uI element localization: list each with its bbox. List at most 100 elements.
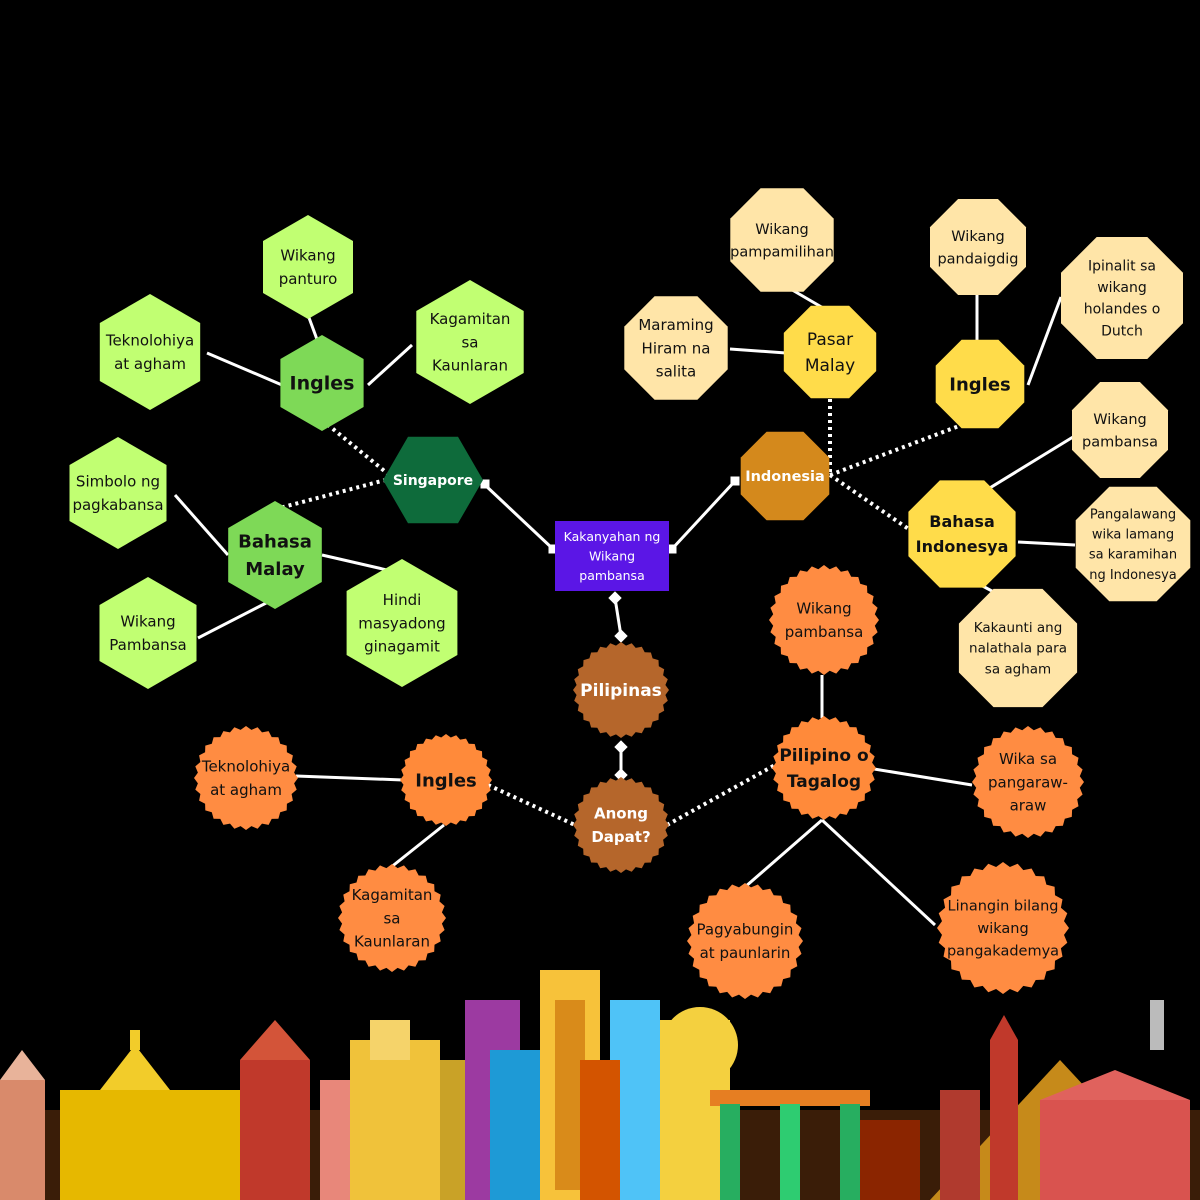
id-leaf-ipinalit-label-line: Dutch [1101, 323, 1143, 339]
id-leaf-wikang-pambansa-label-line: Wikang [1093, 412, 1146, 428]
id-leaf-pandaigdig-shape [930, 199, 1026, 295]
id-pasar-node-shape [783, 305, 877, 399]
ph-leaf-wikang-label-line: pambansa [785, 623, 864, 641]
ph-dapat-node-label-line: Anong [594, 805, 648, 823]
connector-diamond [614, 629, 628, 643]
ph-leaf-pagyabungin-label-line: Pagyabungin [697, 921, 794, 939]
id-leaf-ipinalit-label-line: Ipinalit sa [1088, 258, 1156, 274]
ph-leaf-wikang-shape [769, 565, 879, 675]
sg-leaf-simbolo-label-line: Simbolo ng [76, 473, 160, 491]
id-ingles-node: Ingles [935, 339, 1025, 429]
id-leaf-ipinalit-label-line: holandes o [1084, 302, 1161, 318]
sg-malay-node-shape [228, 501, 322, 609]
id-leaf-maraming-shape [624, 296, 728, 400]
ph-leaf-teknolohiya-shape [194, 726, 298, 830]
sg-leaf-kagamitan-label-line: Kagamitan [430, 310, 511, 328]
sg-leaf-kagamitan-label-line: sa [461, 333, 478, 351]
sg-ingles-node-label-line: Ingles [290, 373, 355, 395]
edge-center-pilipinas [613, 597, 623, 637]
sg-leaf-panturo-label-line: panturo [279, 270, 338, 288]
id-leaf-pangalawang-label-line: wika lamang [1092, 528, 1174, 543]
id-leaf-pampamilihan-label-line: pampamilihan [730, 244, 834, 260]
edge-id-bahasa-pangalawang [1017, 540, 1076, 547]
sg-leaf-hindi-shape [346, 559, 458, 687]
ph-ingles-node-shape [400, 734, 492, 826]
id-bahasa-node-label-line: Indonesya [916, 537, 1009, 556]
ph-leaf-wika-label-line: pangaraw- [988, 773, 1068, 791]
sg-leaf-panturo-label-line: Wikang [280, 247, 335, 265]
ph-leaf-linangin-label-line: pangakademya [947, 944, 1059, 960]
edge-dapat-ingles [487, 783, 576, 827]
id-leaf-pangalawang-label-line: ng Indonesya [1089, 568, 1177, 583]
id-leaf-maraming-label-line: salita [656, 363, 696, 381]
ph-leaf-kagamitan-shape [338, 864, 446, 972]
ph-pilipino-node-label-line: Pilipino o [779, 746, 868, 766]
id-leaf-ipinalit-label-line: wikang [1097, 280, 1147, 296]
edge-ph-ingles-kagamitan [389, 823, 445, 870]
edge-dapat-pilipino [666, 763, 776, 827]
id-leaf-kakaunti-label-line: Kakaunti ang [974, 620, 1063, 636]
id-ingles-node-shape [935, 339, 1025, 429]
ph-leaf-kagamitan-label-line: Kaunlaran [354, 933, 430, 951]
edge-center-singapore [483, 483, 555, 551]
connector-square [730, 476, 740, 486]
center-topic-shape [555, 521, 669, 591]
sg-leaf-simbolo-shape [69, 437, 167, 549]
sg-leaf-simbolo: Simbolo ng pagkabansa [69, 437, 167, 549]
edge-sg-ingles-teknolohiya [206, 351, 283, 387]
sg-leaf-wikang-pambansa-label-line: Wikang [120, 613, 175, 631]
ph-leaf-linangin-label-line: wikang [977, 921, 1028, 937]
singapore-hub-shape [383, 436, 483, 524]
edge-sg-ingles-kagamitan [366, 343, 414, 387]
edge-id-bahasa [828, 473, 912, 532]
ph-leaf-pagyabungin-label-line: at paunlarin [700, 944, 791, 962]
sg-leaf-panturo-shape [263, 215, 353, 319]
ph-leaf-wika-shape [972, 726, 1084, 838]
pilipinas-hub: Pilipinas [573, 642, 669, 738]
ph-leaf-linangin-label-line: Linangin bilang [948, 899, 1059, 915]
edge-id-ingles-ipinalit [1026, 296, 1063, 386]
sg-ingles-node: Ingles [280, 335, 364, 431]
sg-leaf-hindi-label-line: masyadong [358, 614, 445, 632]
ph-leaf-kagamitan-label-line: sa [383, 909, 400, 927]
ph-leaf-teknolohiya-label-line: at agham [210, 781, 282, 799]
ph-leaf-wika-label-line: araw [1010, 797, 1047, 815]
id-leaf-kakaunti-label-line: sa agham [985, 662, 1051, 678]
ph-ingles-node-label-line: Ingles [415, 770, 477, 791]
id-leaf-pangalawang-shape [1075, 486, 1191, 602]
id-leaf-kakaunti: Kakaunti ang nalathala para sa agham [958, 588, 1078, 708]
ph-leaf-teknolohiya: Teknolohiya at agham [194, 726, 298, 830]
id-leaf-maraming-label-line: Maraming [638, 316, 713, 334]
connector-square [480, 479, 490, 489]
id-pasar-node-label-line: Malay [805, 356, 855, 376]
pilipinas-hub-label-line: Pilipinas [580, 681, 662, 701]
id-leaf-ipinalit: Ipinalit sa wikang holandes o Dutch [1061, 237, 1183, 359]
ph-leaf-pagyabungin-shape [687, 883, 803, 999]
id-leaf-ipinalit-shape [1061, 237, 1183, 359]
skyline-illustration [0, 970, 1200, 1200]
ph-leaf-pagyabungin: Pagyabungin at paunlarin [687, 883, 803, 999]
edge-singapore-ingles [320, 418, 395, 480]
id-leaf-kakaunti-label-line: nalathala para [969, 641, 1067, 657]
sg-leaf-panturo: Wikang panturo [263, 215, 353, 319]
sg-leaf-simbolo-label-line: pagkabansa [72, 496, 163, 514]
edge-ph-ingles-teknolohiya [295, 774, 404, 782]
edge-id-ingles [829, 416, 981, 477]
edge-ph-pilipino-linangin [820, 818, 937, 927]
edge-sg-malay-simbolo [173, 494, 230, 556]
ph-leaf-kagamitan-label-line: Kagamitan [352, 886, 433, 904]
sg-leaf-teknolohiya-shape [99, 294, 201, 410]
ph-leaf-teknolohiya-label-line: Teknolohiya [201, 758, 290, 776]
id-ingles-node-label-line: Ingles [949, 374, 1011, 395]
edge-center-indonesia [670, 479, 737, 551]
